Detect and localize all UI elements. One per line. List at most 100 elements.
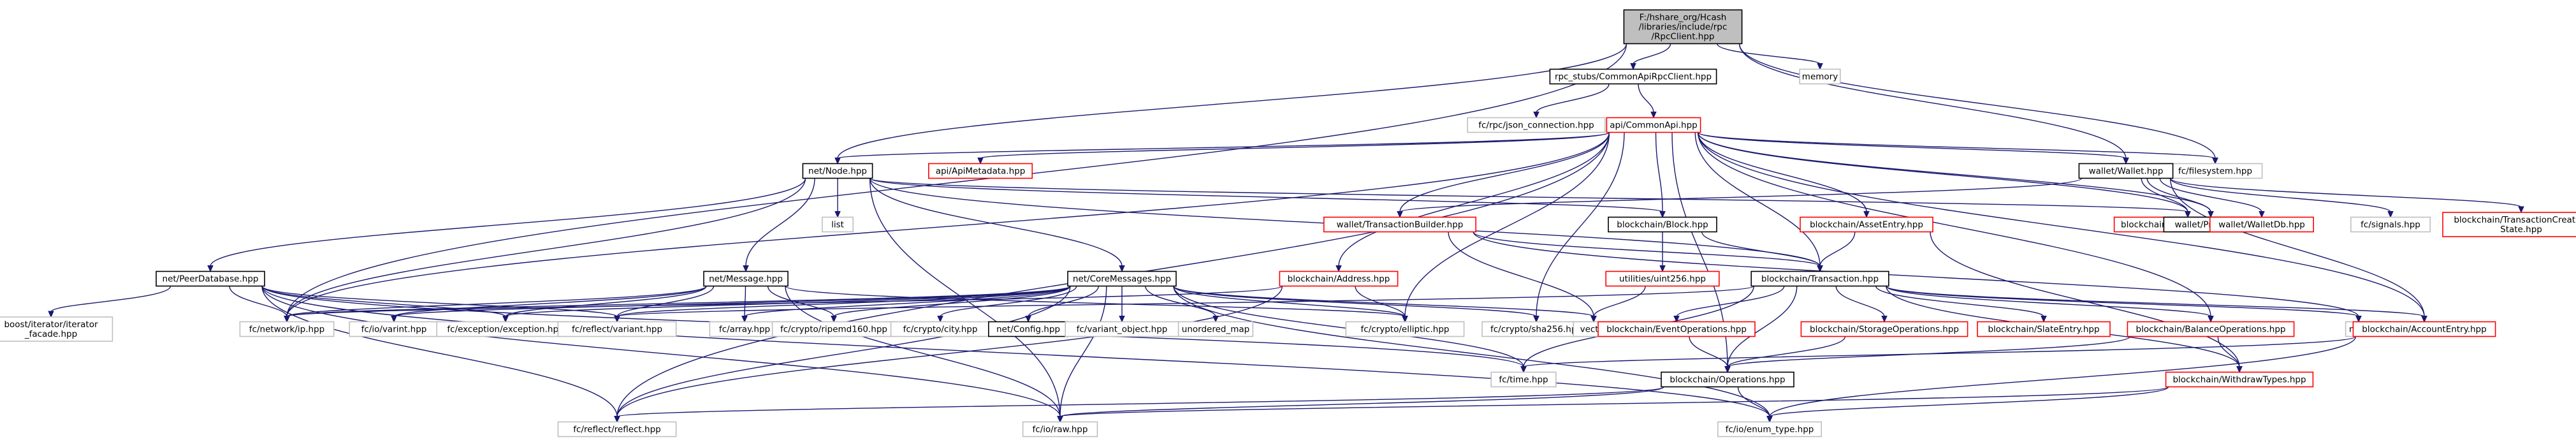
node-apimeta[interactable]: api/ApiMetadata.hpp (928, 163, 1033, 179)
node-box (0, 316, 113, 342)
node-operations[interactable]: blockchain/Operations.hpp (1661, 371, 1794, 388)
node-root[interactable]: F:/hshare_org/Hcash/libraries/include/rp… (1623, 9, 1743, 45)
node-uint256[interactable]: utilities/uint256.hpp (1605, 270, 1720, 287)
node-box (2127, 321, 2295, 337)
node-label: fc/crypto/sha256.hpp (1490, 325, 1582, 335)
node-label: net/Message.hpp (709, 274, 783, 284)
edge-node-to-message (743, 178, 815, 272)
node-assetentry[interactable]: blockchain/AssetEntry.hpp (1800, 216, 1933, 233)
node-time: fc/time.hpp (1490, 371, 1557, 388)
node-txbuilder[interactable]: wallet/TransactionBuilder.hpp (1323, 216, 1477, 233)
edge-coremsg-to-raw (1057, 286, 1107, 423)
node-label: fc/rpc/json_connection.hpp (1478, 121, 1594, 131)
node-wallet[interactable]: wallet/Wallet.hpp (2078, 163, 2174, 179)
edge-assetentry-to-transaction (1817, 232, 1856, 272)
node-peerdb[interactable]: net/PeerDatabase.hpp (156, 270, 265, 287)
node-box (1606, 117, 1701, 133)
node-label: rpc_stubs/CommonApiRpcClient.hpp (1555, 72, 1712, 82)
edge-node-to-list (834, 178, 841, 218)
node-box (2209, 216, 2315, 233)
node-message[interactable]: net/Message.hpp (703, 270, 789, 287)
edge-commonapi-to-assetentry (1697, 132, 1870, 218)
edge-coremsg-to-fcobject (1119, 286, 1125, 323)
node-signals: fc/signals.hpp (2350, 216, 2431, 233)
node-storageops[interactable]: blockchain/StorageOperations.hpp (1800, 321, 1968, 337)
node-box (2352, 321, 2496, 337)
node-box (1067, 270, 1177, 287)
node-coremsg[interactable]: net/CoreMessages.hpp (1067, 270, 1177, 287)
node-commonapi[interactable]: api/CommonApi.hpp (1606, 117, 1701, 133)
edge-coremsg-to-vector (1173, 285, 1597, 323)
node-address[interactable]: blockchain/Address.hpp (1279, 270, 1399, 287)
node-node[interactable]: net/Node.hpp (802, 163, 873, 179)
node-eventops[interactable]: blockchain/EventOperations.hpp (1597, 321, 1756, 337)
node-label: blockchain/StorageOperations.hpp (1810, 325, 1959, 335)
node-box (1345, 321, 1465, 337)
node-box (928, 163, 1033, 179)
node-box (1750, 270, 1889, 287)
node-block[interactable]: blockchain/Block.hpp (1608, 216, 1717, 233)
node-label: State.hpp (2500, 225, 2542, 235)
edge-withdraw-to-raw (1057, 386, 2169, 423)
node-label: fc/signals.hpp (2361, 220, 2420, 230)
node-label: blockchain/BalanceOperations.hpp (2136, 325, 2286, 335)
node-box (1597, 321, 1756, 337)
edge-balanceops-to-withdraw (2217, 336, 2243, 373)
edge-node-to-coremsg (869, 178, 1125, 272)
node-rpcstub[interactable]: rpc_stubs/CommonApiRpcClient.hpp (1549, 68, 1717, 85)
node-label: fc/crypto/elliptic.hpp (1361, 325, 1450, 335)
node-accountentry[interactable]: blockchain/AccountEntry.hpp (2352, 321, 2496, 337)
node-box (557, 421, 677, 438)
node-label: fc/array.hpp (719, 325, 770, 335)
node-box (1605, 270, 1720, 287)
edge-node-to-peerdb (207, 178, 806, 272)
node-ripemd: fc/crypto/ripemd160.hpp (771, 321, 896, 337)
node-label: api/CommonApi.hpp (1610, 121, 1698, 131)
node-balanceops[interactable]: blockchain/BalanceOperations.hpp (2127, 321, 2295, 337)
node-label: blockchain/EventOperations.hpp (1606, 325, 1747, 335)
node-box (1022, 421, 1098, 438)
node-label: blockchain/Block.hpp (1617, 220, 1708, 230)
edge-root-to-wallet (1738, 43, 2129, 165)
node-label: fc/reflect/variant.hpp (572, 325, 662, 335)
node-label: net/PeerDatabase.hpp (163, 274, 259, 284)
node-elliptic: fc/crypto/elliptic.hpp (1345, 321, 1465, 337)
node-label: _facade.hpp (24, 329, 77, 339)
node-config[interactable]: net/Config.hpp (988, 321, 1069, 337)
edge-commonapi-to-address (1335, 132, 1610, 272)
node-list: list (822, 216, 854, 233)
node-box (557, 321, 677, 337)
node-box (802, 163, 873, 179)
node-box (1661, 371, 1794, 388)
edge-commonapi-to-block (1655, 132, 1666, 218)
node-reflect: fc/reflect/reflect.hpp (557, 421, 677, 438)
node-box (2078, 163, 2174, 179)
edge-root-to-rpcstub (1630, 43, 1671, 70)
node-slateentry[interactable]: blockchain/SlateEntry.hpp (1977, 321, 2111, 337)
node-exception: fc/exception/exception.hpp (436, 321, 575, 337)
edge-transaction-to-storageops (1835, 286, 1888, 323)
edge-root-to-filesystem (1738, 43, 2218, 165)
node-label: unordered_map (1182, 325, 1249, 335)
edge-address-to-ip (284, 285, 1283, 323)
node-label: list (831, 220, 844, 230)
edge-uint256-to-vector (1590, 286, 1646, 323)
node-walletdb[interactable]: wallet/WalletDb.hpp (2209, 216, 2315, 233)
node-transaction[interactable]: blockchain/Transaction.hpp (1750, 270, 1889, 287)
node-box (1800, 321, 1968, 337)
node-withdraw[interactable]: blockchain/WithdrawTypes.hpp (2165, 371, 2314, 388)
node-box (1717, 421, 1823, 438)
node-label: fc/exception/exception.hpp (447, 325, 564, 335)
edge-peerdb-to-boostiter (48, 286, 171, 318)
node-label: blockchain/Operations.hpp (1670, 375, 1785, 385)
node-label: blockchain/Address.hpp (1288, 274, 1390, 284)
node-label: fc/reflect/reflect.hpp (573, 425, 660, 435)
node-box (156, 270, 265, 287)
node-box (1977, 321, 2111, 337)
edge-txbuilder-to-transaction (1473, 231, 1823, 272)
edge-wallet-to-chaindb (2141, 178, 2191, 218)
node-label: F:/hshare_org/Hcash (1640, 13, 1727, 23)
edge-coremsg-to-varint (391, 285, 1071, 323)
edge-wallet-to-signals (2169, 178, 2394, 218)
